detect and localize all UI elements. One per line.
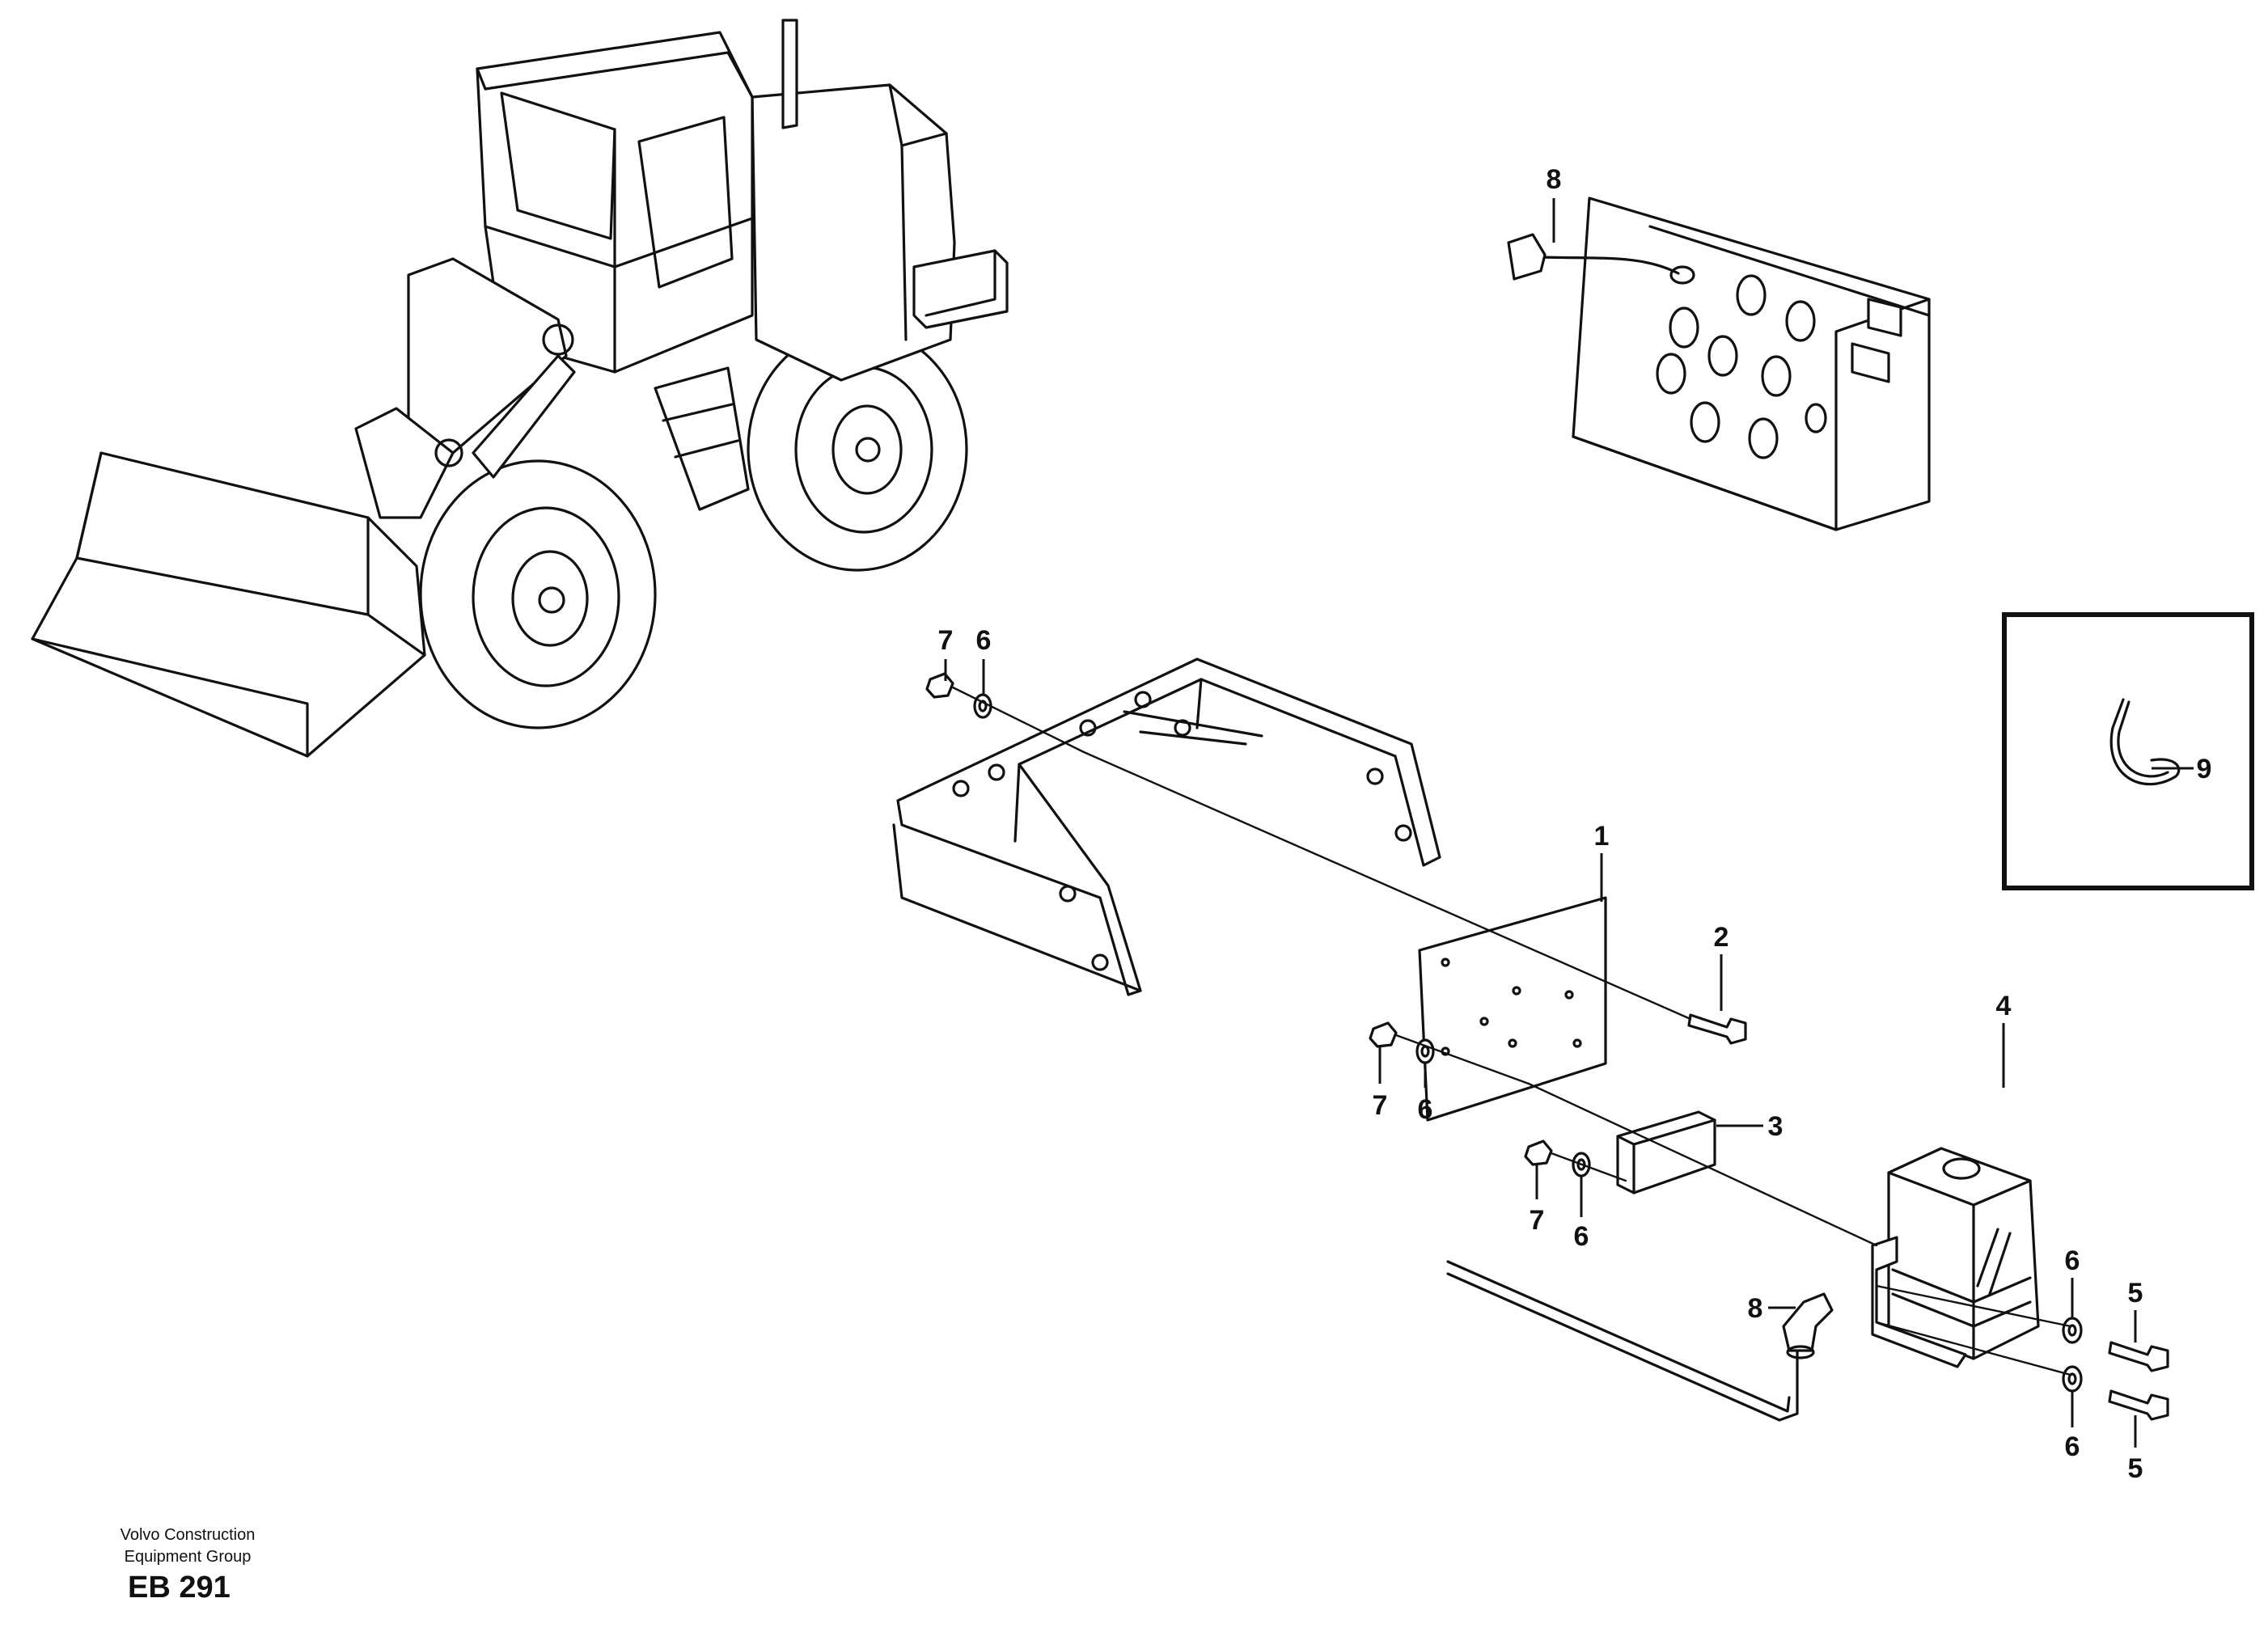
- instrument-panel-detail: [1507, 197, 1931, 531]
- elbow-fitting: [1782, 1292, 1834, 1352]
- nut-7-c: [1524, 1139, 1553, 1166]
- rear-wheel: [747, 326, 968, 572]
- callout-9: 9: [2197, 754, 2212, 784]
- callout-4: 4: [1996, 991, 2012, 1021]
- credit-line-1: Volvo Construction: [120, 1526, 256, 1544]
- bolt-2: [1687, 1013, 1747, 1045]
- assembly-lines: [951, 686, 2072, 1376]
- bolt-5-a: [2108, 1341, 2169, 1372]
- front-wheel: [419, 459, 657, 729]
- callout-7-mid: 7: [1373, 1090, 1388, 1121]
- mounting-plate: [1418, 896, 1607, 1122]
- callout-6-mid: 6: [1418, 1094, 1433, 1125]
- callout-3: 3: [1768, 1111, 1784, 1142]
- callout-6-right-bottom: 6: [2065, 1431, 2080, 1462]
- engine-housing: [751, 83, 956, 382]
- callout-2: 2: [1714, 922, 1729, 953]
- lift-arms: [354, 257, 576, 519]
- callout-6-top: 6: [976, 625, 992, 656]
- bolt-5-b: [2108, 1389, 2169, 1421]
- callout-5-top: 5: [2128, 1278, 2143, 1309]
- exhaust-pipe: [781, 19, 798, 129]
- figure-code: EB 291: [128, 1571, 231, 1605]
- callout-8-top: 8: [1547, 164, 1562, 195]
- washer-6-e: [2062, 1365, 2083, 1393]
- callout-6-low: 6: [1574, 1221, 1589, 1252]
- wheel-loader-illustration: [31, 19, 1009, 758]
- access-steps: [654, 366, 750, 511]
- indicator-connector: [1507, 233, 1547, 281]
- publisher-credit: Volvo Construction Equipment Group: [91, 1524, 285, 1568]
- callout-6-right-top: 6: [2065, 1245, 2080, 1276]
- credit-line-2: Equipment Group: [124, 1548, 252, 1566]
- callout-numbers: 8 7 6 9 1 2 4 7 6 3 7 6 6 5 8 6 5: [938, 164, 2212, 1484]
- spacer-block: [1616, 1110, 1716, 1194]
- nut-7-b: [1369, 1021, 1398, 1048]
- washer-6-d: [2062, 1317, 2083, 1344]
- callout-7-top: 7: [938, 625, 954, 656]
- callout-8-bottom: 8: [1748, 1293, 1763, 1324]
- inset-box: [2002, 612, 2254, 890]
- callout-5-bottom: 5: [2128, 1453, 2143, 1484]
- cable-tie: [2109, 698, 2181, 786]
- mounting-frame: [892, 657, 1441, 996]
- callout-7-low: 7: [1530, 1205, 1545, 1236]
- callout-1: 1: [1594, 821, 1610, 852]
- hose-assembly: [1446, 1260, 1834, 1422]
- reservoir: [1871, 1147, 2040, 1368]
- nut-7-a: [925, 672, 954, 699]
- leader-lines: [944, 198, 2194, 1448]
- indicator-cable: [1539, 256, 1680, 275]
- bucket: [31, 451, 426, 758]
